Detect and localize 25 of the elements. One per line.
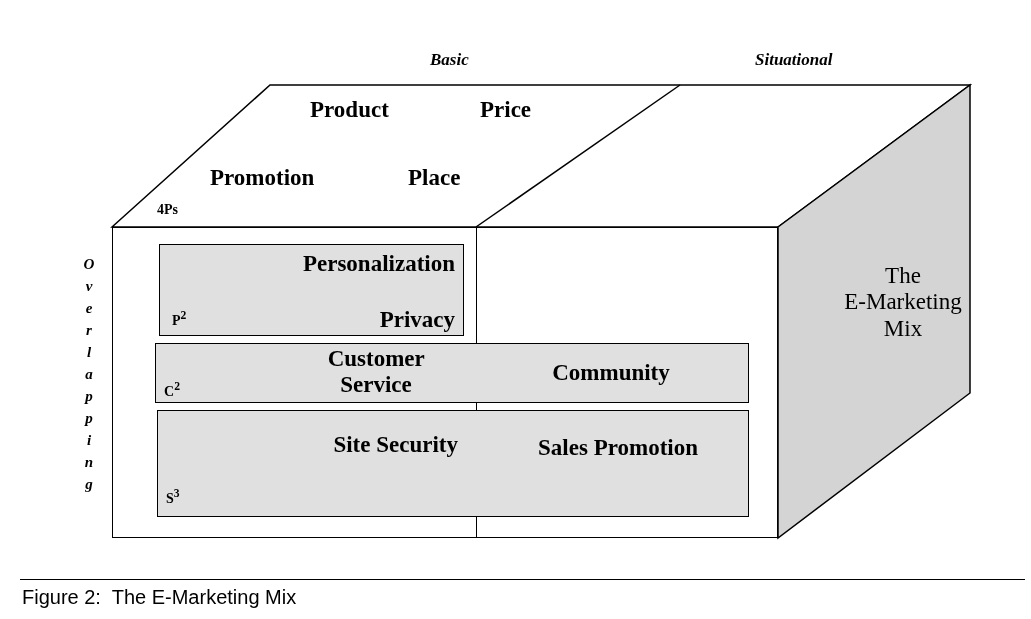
item-label: Site Security	[332, 431, 458, 459]
category-panel	[155, 343, 749, 403]
place-label: Place	[408, 165, 461, 192]
item-label: Sales Promotion	[537, 435, 699, 462]
vertical-label: Overlapping	[80, 256, 97, 498]
item-label: Customer Service	[326, 346, 426, 399]
figure-caption: Figure 2: The E-Marketing Mix	[22, 586, 297, 609]
category-panel	[159, 244, 464, 336]
item-label: Personalization	[301, 251, 455, 278]
group-label: C$^{2}$	[164, 380, 180, 400]
heading-label: Situational	[755, 50, 833, 70]
group-label: S$^{3}$	[166, 487, 180, 507]
item-label: Privacy	[378, 307, 455, 334]
group-label: 4Ps	[157, 202, 178, 219]
item-label: Community	[551, 360, 671, 387]
heading-label: Basic	[430, 50, 469, 70]
side-face	[778, 85, 970, 538]
front-face	[112, 227, 778, 538]
group-label: P$^{2}$	[172, 309, 187, 329]
promotion-label: Promotion	[210, 165, 315, 192]
product-label: Product	[310, 97, 389, 124]
category-panel	[157, 410, 749, 517]
price-label: Price	[480, 97, 532, 124]
top-face	[112, 85, 970, 227]
face-title: The E-Marketing Mix	[843, 263, 963, 343]
